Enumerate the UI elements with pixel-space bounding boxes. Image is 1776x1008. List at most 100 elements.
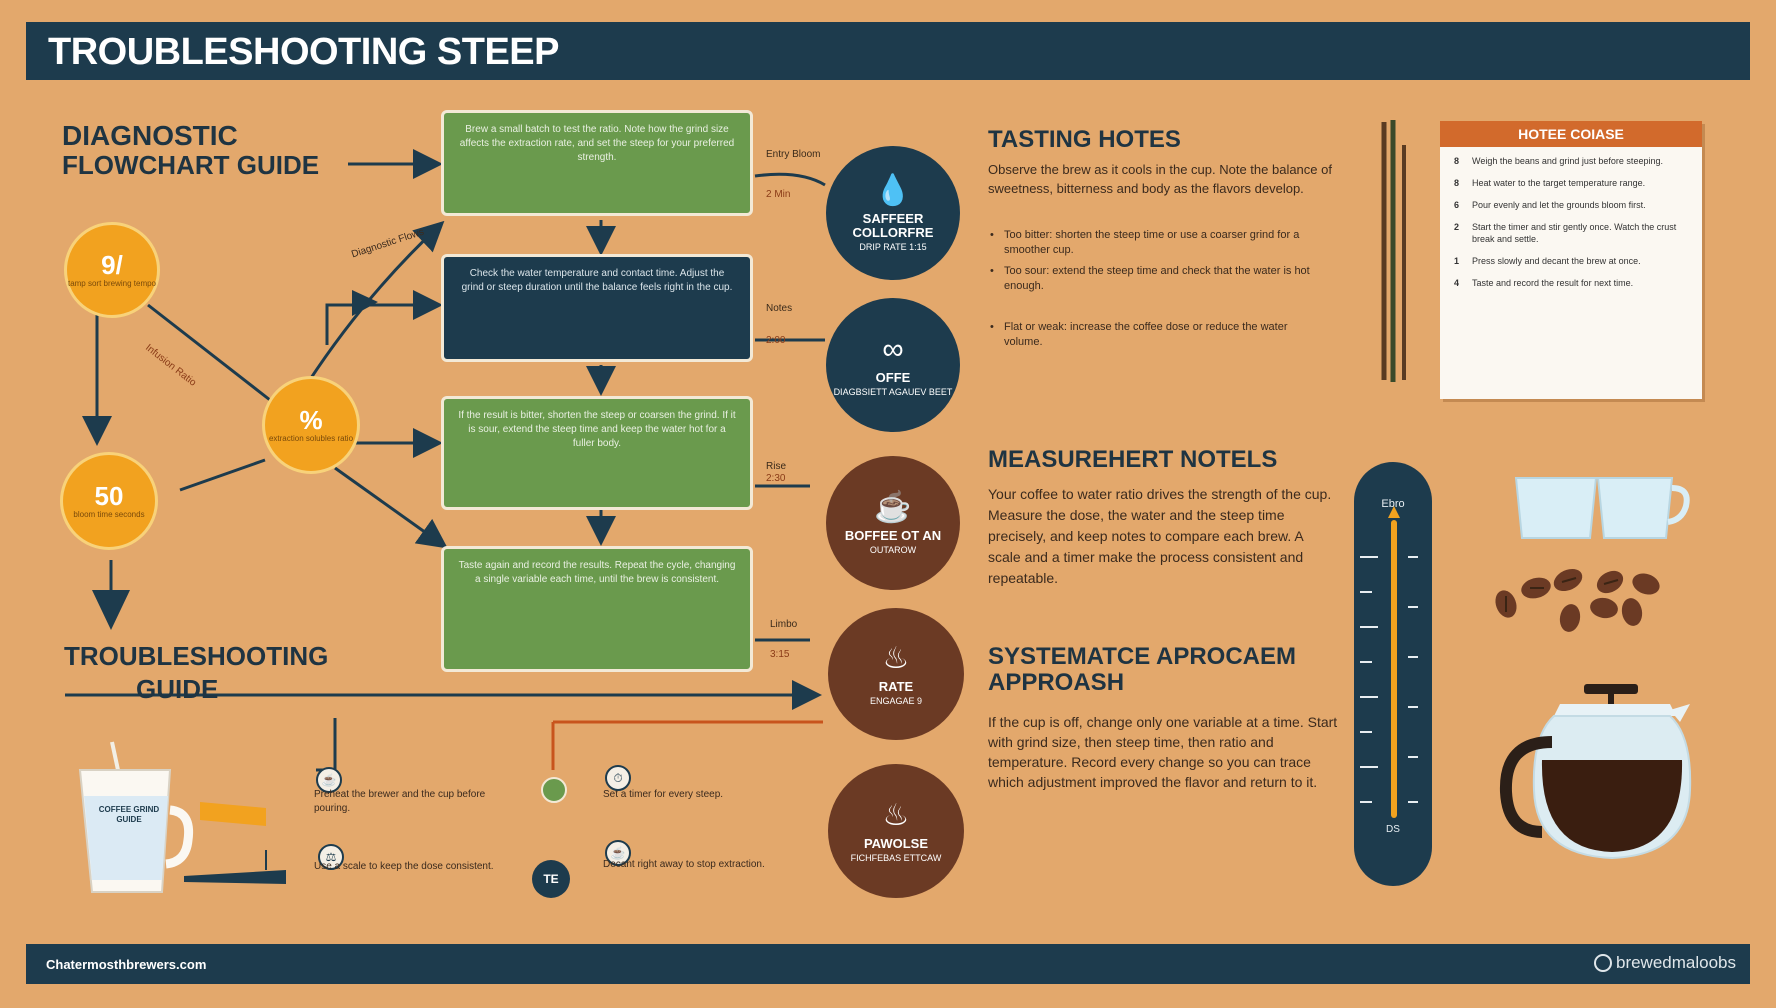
troubleshooting-title-line-1: TROUBLESHOOTING xyxy=(64,641,329,671)
systematic-title-line-1: SYSTEMATCE APROCAEM xyxy=(988,643,1297,670)
brew-card: HOTEE COIASE 8 Weigh the beans and grind … xyxy=(1440,121,1702,399)
tasting-bullets: Too bitter: shorten the steep time or us… xyxy=(990,228,1320,356)
yellow-circle-1-symbol: 9/ xyxy=(101,250,123,280)
water-drop-icon: 💧 xyxy=(874,173,912,207)
thermometer-bottom-label: DS xyxy=(1386,824,1400,835)
badge-1-title: SAFFEER COLLORFRE xyxy=(852,210,934,240)
yellow-circle-3: 50 bloom time seconds xyxy=(60,452,158,550)
yellow-circle-3-symbol: 50 xyxy=(94,481,124,511)
bottom-note-3: Set a timer for every steep. xyxy=(603,789,724,800)
brew-card-title: HOTEE COIASE xyxy=(1440,121,1702,147)
brew-card-item-5-num: 1 xyxy=(1454,256,1460,266)
brew-card-item-4: 2 Start the timer and stir gently once. W… xyxy=(1454,221,1690,245)
brew-card-item-1: 8 Weigh the beans and grind just before s… xyxy=(1454,155,1690,167)
side-label-1: Entry Bloom xyxy=(766,149,821,160)
side-value-1: 2 Min xyxy=(766,189,791,200)
side-value-4: 3:15 xyxy=(770,649,790,660)
footer-bar xyxy=(26,944,1750,984)
badge-circle-2: ∞ OFFE DIAGBSIETT AGAUEV BEET xyxy=(826,298,960,432)
badge-circle-3: ☕ BOFFEE OT AN OUTAROW xyxy=(826,456,960,590)
yellow-circle-2-caption: extraction solubles ratio xyxy=(268,434,354,443)
footer-brand-text: brewedmaloobs xyxy=(1615,953,1736,972)
badge-5-sub: FICHFEBAS ETTCAW xyxy=(850,852,942,863)
tasting-bullet-3: Flat or weak: increase the coffee dose o… xyxy=(990,320,1320,350)
brew-card-item-1-text: Weigh the beans and grind just before st… xyxy=(1472,156,1663,166)
measurement-text: Your coffee to water ratio drives the st… xyxy=(988,486,1332,586)
brew-card-item-3-text: Pour evenly and let the grounds bloom fi… xyxy=(1472,200,1646,210)
badge-circle-1: 💧 SAFFEER COLLORFRE DRIP RATE 1:15 xyxy=(826,146,960,280)
brew-card-item-6: 4 Taste and record the result for next ti… xyxy=(1454,277,1690,289)
brew-card-item-4-num: 2 xyxy=(1454,222,1460,232)
badge-2-sub: DIAGBSIETT AGAUEV BEET xyxy=(833,386,953,397)
mug-label: COFFEE GRIND GUIDE xyxy=(98,805,160,824)
tasting-intro: Observe the brew as it cools in the cup.… xyxy=(988,162,1332,196)
steam-icon: ♨ xyxy=(882,641,910,675)
diagnostic-title-line-1: DIAGNOSTIC xyxy=(62,120,238,151)
cup-icon: ☕ xyxy=(316,767,342,793)
brew-card-item-6-num: 4 xyxy=(1454,278,1460,288)
badge-3-sub: OUTAROW xyxy=(869,544,917,555)
flame-icon: ♨ xyxy=(882,798,910,832)
bean-outline-icon: ∞ xyxy=(882,332,904,366)
yellow-circle-1: 9/ tamp sort brewing tempo xyxy=(64,222,160,318)
coffee-leaf-icon: ☕ xyxy=(874,490,912,524)
badge-circle-5: ♨ PAWOLSE FICHFEBAS ETTCAW xyxy=(828,764,964,898)
badge-circle-4: ♨ RATE ENGAGAE 9 xyxy=(828,608,964,740)
green-token-icon xyxy=(541,777,567,803)
tasting-bullet-2: Too sour: extend the steep time and chec… xyxy=(990,264,1320,294)
yellow-circle-2: % extraction solubles ratio xyxy=(262,376,360,474)
brew-card-item-2-text: Heat water to the target temperature ran… xyxy=(1472,178,1646,188)
thermometer-top-label: Ebro xyxy=(1381,498,1405,510)
flow-box-3: If the result is bitter, shorten the ste… xyxy=(441,396,753,510)
side-value-3: 2:30 xyxy=(766,473,786,484)
brew-card-item-2: 8 Heat water to the target temperature ra… xyxy=(1454,177,1690,189)
brew-card-item-2-num: 8 xyxy=(1454,178,1460,188)
flow-box-2: Check the water temperature and contact … xyxy=(441,254,753,362)
footer-website[interactable]: Chatermosthbrewers.com xyxy=(46,957,207,972)
thermometer: Ebro DS xyxy=(1354,462,1432,886)
header-bar xyxy=(26,22,1750,80)
systematic-text: If the cup is off, change only one varia… xyxy=(988,714,1338,790)
side-label-3: Rise xyxy=(766,461,787,472)
systematic-title-line-2: APPROASH xyxy=(988,669,1125,696)
brand-logo-icon xyxy=(1593,954,1612,972)
yellow-circle-1-caption: tamp sort brewing tempo xyxy=(67,279,157,288)
timer-icon: ⏱ xyxy=(605,765,631,791)
brew-card-item-3: 6 Pour evenly and let the grounds bloom f… xyxy=(1454,199,1690,211)
flow-box-4: Taste again and record the results. Repe… xyxy=(441,546,753,672)
brew-card-item-5: 1 Press slowly and decant the brew at onc… xyxy=(1454,255,1690,267)
bottom-note-4: Decant right away to stop extraction. xyxy=(603,859,765,870)
troubleshooting-title-line-2: GUIDE xyxy=(136,674,219,704)
pot-icon: ☕ xyxy=(605,840,631,866)
weight-token: TE xyxy=(532,860,570,898)
brew-card-item-3-num: 6 xyxy=(1454,200,1460,210)
badge-3-title: BOFFEE OT AN xyxy=(844,527,942,543)
yellow-circle-2-symbol: % xyxy=(299,405,323,435)
flow-box-1: Brew a small batch to test the ratio. No… xyxy=(441,110,753,216)
thermometer-scale xyxy=(1360,506,1418,818)
brew-card-item-6-text: Taste and record the result for next tim… xyxy=(1472,278,1634,288)
brew-card-list: 8 Weigh the beans and grind just before s… xyxy=(1440,147,1702,289)
measurement-title: MEASUREHERT NOTELS xyxy=(988,446,1278,473)
brew-card-item-5-text: Press slowly and decant the brew at once… xyxy=(1472,256,1641,266)
badge-2-title: OFFE xyxy=(875,369,911,385)
yellow-circle-3-caption: bloom time seconds xyxy=(73,510,145,519)
badge-4-title: RATE xyxy=(878,678,914,694)
brew-card-item-1-num: 8 xyxy=(1454,156,1460,166)
side-value-2: 2:00 xyxy=(766,335,786,346)
bottom-note-1: Preheat the brewer and the cup before po… xyxy=(314,789,486,814)
scale-icon: ⚖ xyxy=(318,844,344,870)
diagnostic-title-line-2: FLOWCHART GUIDE xyxy=(62,150,320,180)
badge-4-sub: ENGAGAE 9 xyxy=(869,695,923,706)
side-label-2: Notes xyxy=(766,303,793,314)
coffee-equipment-illustration xyxy=(1495,477,1692,860)
page-title: TROUBLESHOOTING STEEP xyxy=(48,31,559,73)
badge-5-title: PAWOLSE xyxy=(863,835,929,851)
badge-1-sub: DRIP RATE 1:15 xyxy=(859,241,927,252)
tasting-bullet-1: Too bitter: shorten the steep time or us… xyxy=(990,228,1320,258)
side-label-4: Limbo xyxy=(770,619,798,630)
footer-brand: brewedmaloobs xyxy=(1593,953,1736,973)
brew-card-item-4-text: Start the timer and stir gently once. Wa… xyxy=(1472,222,1677,244)
bottom-note-2: Use a scale to keep the dose consistent. xyxy=(314,861,494,872)
